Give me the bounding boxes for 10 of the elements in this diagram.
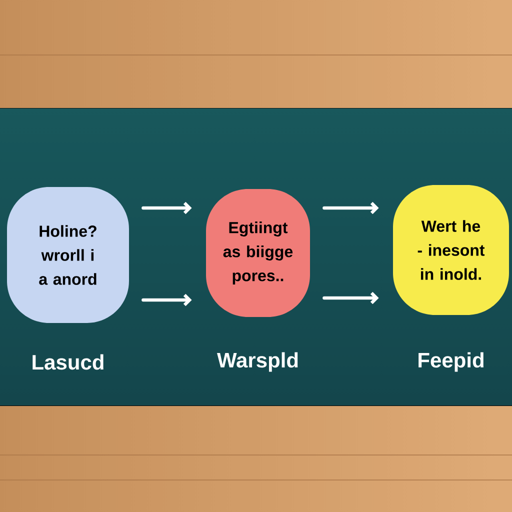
rounded-box: Holine? wrorll i a anord <box>7 187 129 323</box>
arrow <box>322 202 379 214</box>
rounded-box: Egtiingt as biigge pores.. <box>206 189 310 317</box>
node-label: Feepid <box>418 352 484 372</box>
arrow <box>142 294 192 306</box>
rounded-box: Wert he - inesont in inold. <box>393 185 509 315</box>
arrow <box>322 292 379 304</box>
node-label: Warspld <box>216 352 298 372</box>
arrow <box>142 202 192 214</box>
node-label: Lasucd <box>32 354 104 370</box>
